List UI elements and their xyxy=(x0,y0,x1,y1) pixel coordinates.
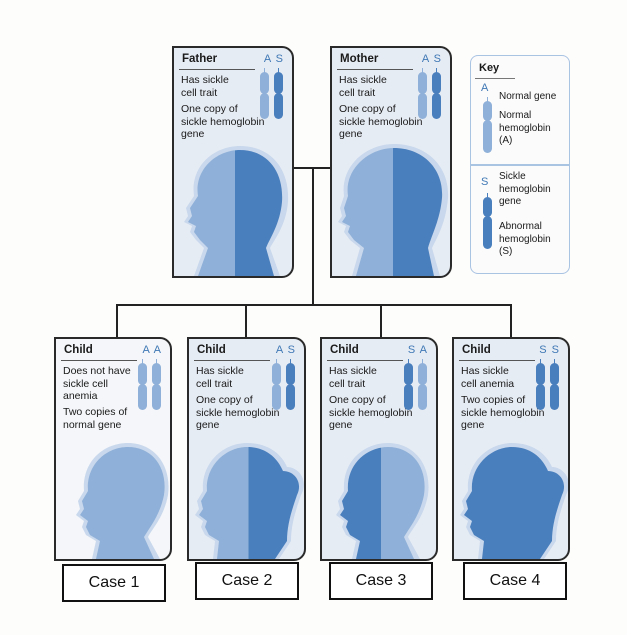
child-drop-4 xyxy=(510,304,512,337)
adult-male-head-icon xyxy=(184,146,289,276)
key-section-divider xyxy=(471,164,569,166)
allele-labels: A A xyxy=(142,344,162,356)
card-title: Child xyxy=(330,344,359,356)
child-drop-2 xyxy=(245,304,247,337)
card-title: Mother xyxy=(340,53,379,65)
case-label-4: Case 4 xyxy=(463,562,567,600)
title-divider xyxy=(194,360,270,361)
card-title: Child xyxy=(197,344,226,356)
normal-gene-letter: A xyxy=(481,82,489,94)
card-title: Child xyxy=(462,344,491,356)
card-title: Father xyxy=(182,53,218,65)
case-label-3: Case 3 xyxy=(329,562,433,600)
adult-female-head-icon xyxy=(338,144,449,276)
child-boy-head-icon xyxy=(336,443,429,559)
allele-labels: A S xyxy=(263,53,284,65)
normal-gene-label: Normal gene xyxy=(499,91,557,102)
title-divider xyxy=(459,360,535,361)
child-girl-head-icon xyxy=(195,443,304,559)
title-divider xyxy=(179,69,255,70)
card-title: Child xyxy=(64,344,93,356)
title-divider xyxy=(327,360,403,361)
case-label-2: Case 2 xyxy=(195,562,299,600)
sickle-gene-letter: S xyxy=(481,176,489,188)
allele-labels: A S xyxy=(421,53,442,65)
allele-labels: S S xyxy=(539,344,560,356)
key-title: Key xyxy=(479,62,500,74)
child-drop-3 xyxy=(380,304,382,337)
case-label-1: Case 1 xyxy=(62,564,166,602)
child-drop-1 xyxy=(116,304,118,337)
allele-labels: S A xyxy=(407,344,428,356)
trunk-line xyxy=(312,167,314,306)
children-bar xyxy=(116,304,512,306)
allele-labels: A S xyxy=(275,344,296,356)
title-divider xyxy=(337,69,413,70)
key-divider xyxy=(475,78,515,79)
child-boy-head-icon xyxy=(76,443,169,559)
title-divider xyxy=(61,360,137,361)
child-girl-head-icon xyxy=(460,443,568,559)
